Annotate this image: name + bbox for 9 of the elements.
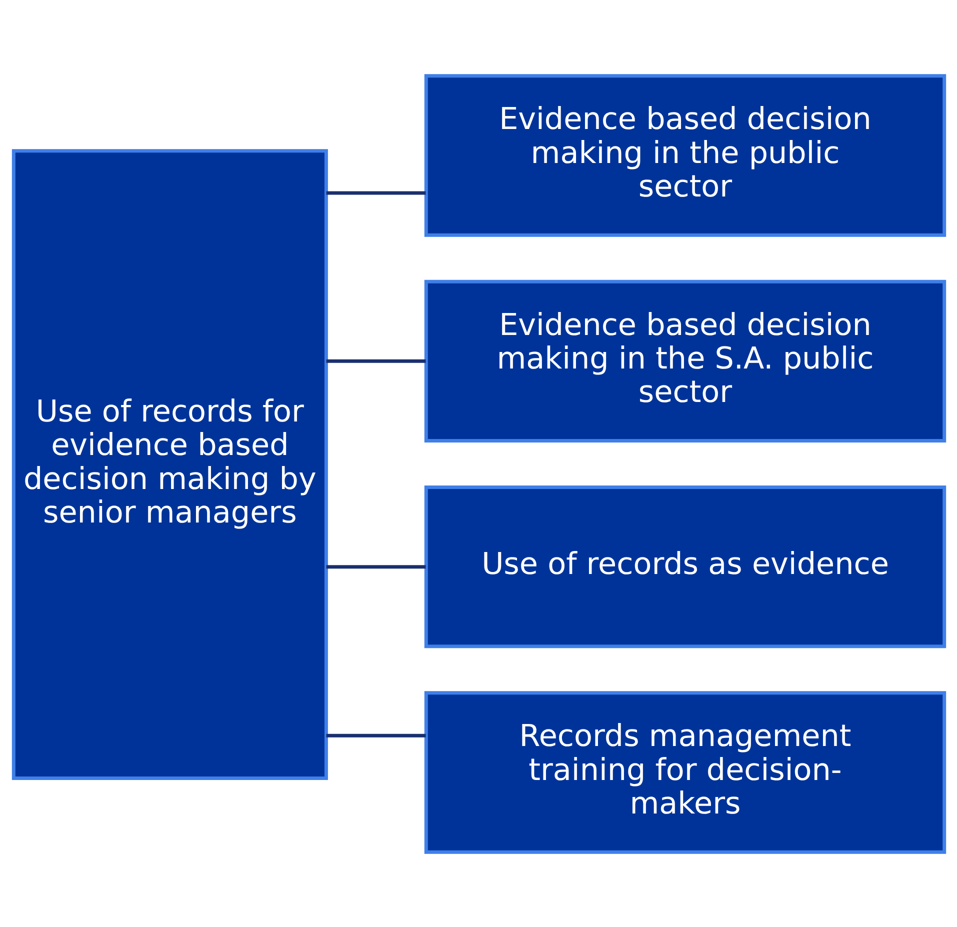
connector: [326, 564, 426, 568]
connector: [326, 358, 426, 362]
node-box: Evidence based decision making in the public sector: [424, 74, 946, 236]
node-box: Records management training for decision-makers: [424, 690, 946, 854]
node-box: Use of records for evidence based decision making by senior managers: [11, 148, 328, 780]
node-box: Use of records as evidence: [424, 485, 946, 648]
connector: [326, 733, 426, 737]
connector: [326, 190, 426, 194]
node-box: Evidence based decision making in the S.A. public sector: [424, 279, 946, 442]
